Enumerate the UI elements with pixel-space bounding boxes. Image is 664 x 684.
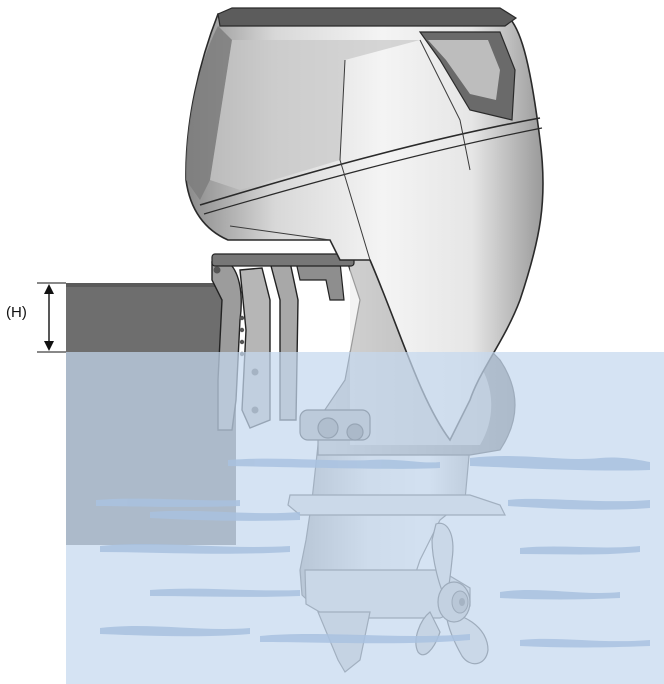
water-ripples [96,456,650,648]
water [66,352,664,684]
arrow-up-icon [44,284,54,294]
height-dimension [37,282,66,353]
arrow-down-icon [44,341,54,351]
dimension-label-h: (H) [6,304,27,321]
engine-cowling [185,7,544,442]
